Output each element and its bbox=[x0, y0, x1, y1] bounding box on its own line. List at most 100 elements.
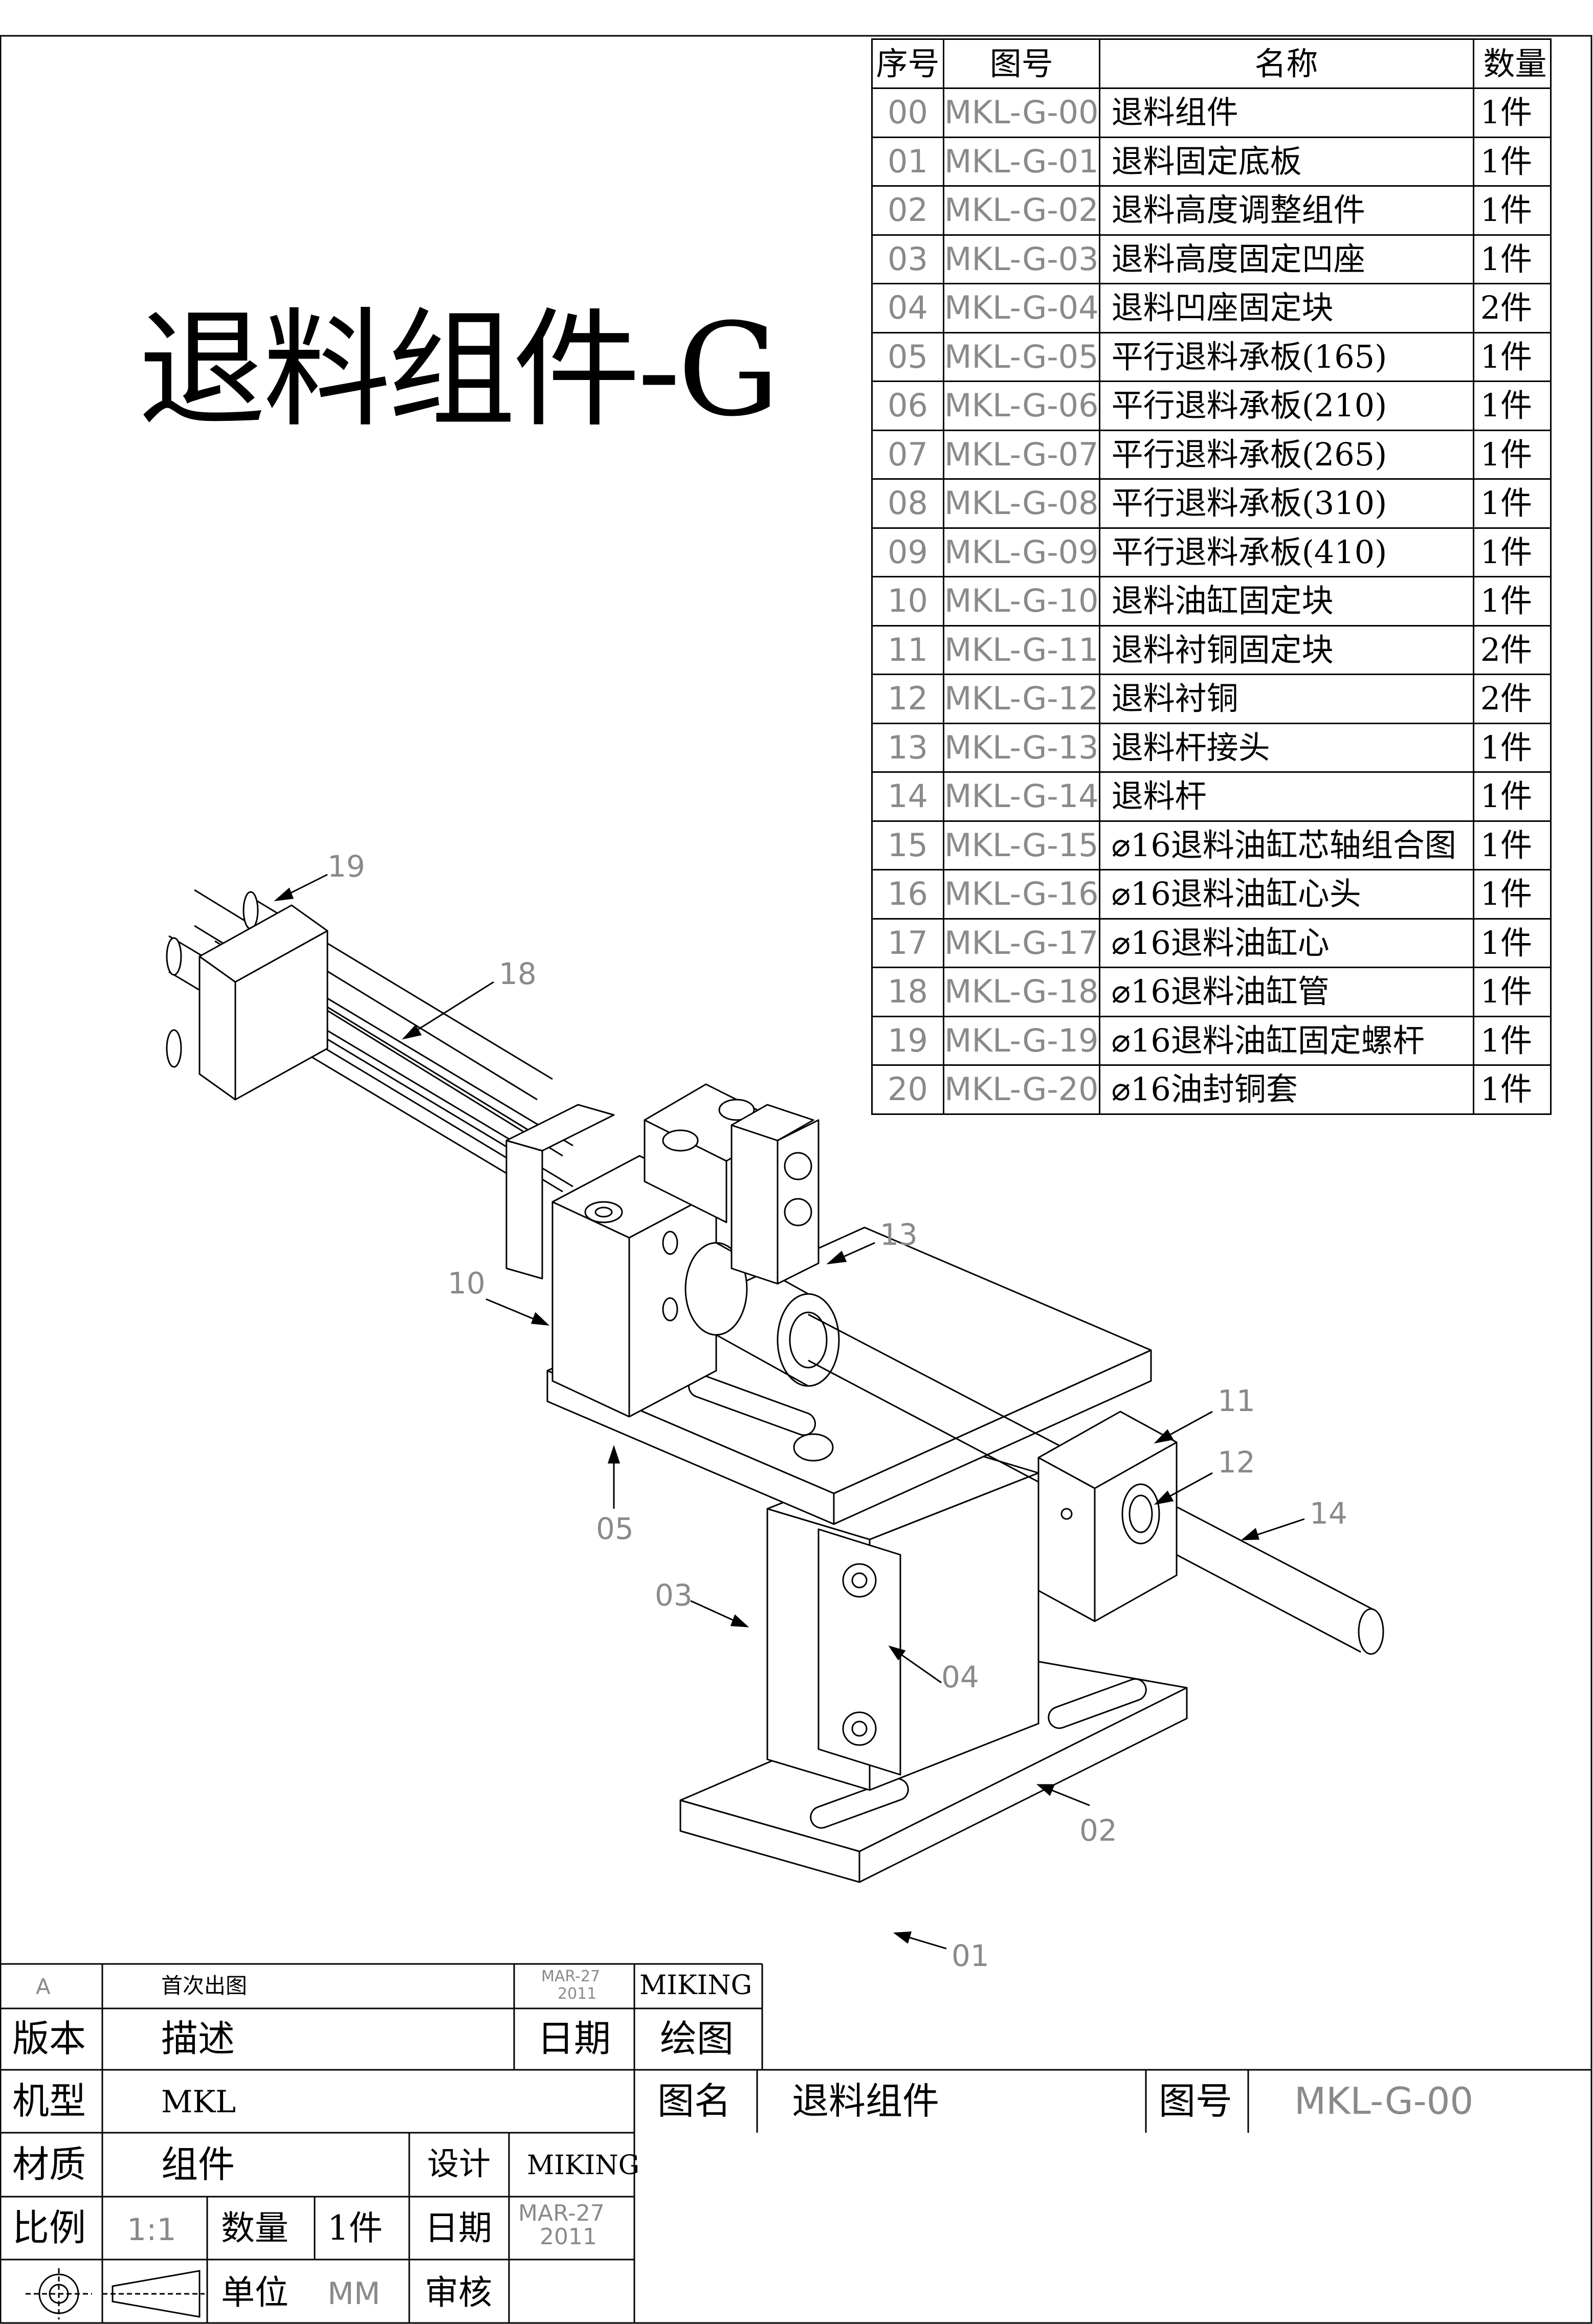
label-version: 版本 bbox=[12, 2017, 86, 2060]
leader-lines bbox=[274, 874, 1305, 1950]
label-material: 材质 bbox=[12, 2143, 86, 2186]
bom-header-row: 序号 图号 名称 数量 bbox=[871, 38, 1552, 89]
bom-item-name: ⌀16退料油缸心 bbox=[1098, 918, 1474, 968]
label-design: 设计 bbox=[427, 2145, 491, 2182]
drawing-title: 退料组件-G bbox=[138, 296, 780, 444]
bom-item-code: MKL-G-13 bbox=[943, 722, 1100, 773]
bom-item-name: 平行退料承板(310) bbox=[1098, 478, 1474, 529]
callout-19: 19 bbox=[327, 849, 365, 884]
bom-item-qty: 1件 bbox=[1472, 771, 1552, 822]
bom-item-no: 16 bbox=[871, 869, 944, 920]
bom-item-qty: 2件 bbox=[1472, 283, 1552, 333]
drawing-name-value: 退料组件 bbox=[792, 2080, 940, 2122]
bom-item-name: 退料高度固定凹座 bbox=[1098, 234, 1474, 284]
callout-11: 11 bbox=[1218, 1383, 1255, 1418]
bom-item-qty: 1件 bbox=[1472, 722, 1552, 773]
callout-18: 18 bbox=[499, 956, 537, 991]
callout-02: 02 bbox=[1079, 1813, 1117, 1848]
bom-item-name: 退料高度调整组件 bbox=[1098, 185, 1474, 236]
bom-item-no: 15 bbox=[871, 820, 944, 870]
bom-item-name: 退料杆 bbox=[1098, 771, 1474, 822]
label-drawing-name: 图名 bbox=[657, 2080, 732, 2122]
bom-item-code: MKL-G-03 bbox=[943, 234, 1100, 284]
bom-item-code: MKL-G-14 bbox=[943, 771, 1100, 822]
bom-item-no: 19 bbox=[871, 1015, 944, 1066]
bom-item-qty: 1件 bbox=[1472, 234, 1552, 284]
bom-item-qty: 1件 bbox=[1472, 967, 1552, 1017]
bom-item-code: MKL-G-05 bbox=[943, 331, 1100, 382]
bom-item-code: MKL-G-02 bbox=[943, 185, 1100, 236]
bom-item-qty: 1件 bbox=[1472, 576, 1552, 627]
callout-03: 03 bbox=[655, 1578, 693, 1613]
callout-05: 05 bbox=[596, 1511, 634, 1546]
bom-item-name: 退料衬铜固定块 bbox=[1098, 624, 1474, 675]
bom-item-no: 04 bbox=[871, 283, 944, 333]
bom-header-code: 图号 bbox=[943, 38, 1100, 89]
bom-item-name: 退料油缸固定块 bbox=[1098, 576, 1474, 627]
label-scale: 比例 bbox=[12, 2206, 86, 2249]
label-drawing-no: 图号 bbox=[1159, 2080, 1233, 2122]
label-date: 日期 bbox=[537, 2017, 611, 2060]
bom-item-code: MKL-G-07 bbox=[943, 429, 1100, 480]
label-date2: 日期 bbox=[425, 2208, 492, 2248]
date-line2: 2011 bbox=[540, 2224, 597, 2250]
bom-item-qty: 1件 bbox=[1472, 820, 1552, 870]
date-line1: MAR-27 bbox=[518, 2200, 605, 2226]
scale-value: 1:1 bbox=[127, 2212, 176, 2248]
bom-item-no: 06 bbox=[871, 381, 944, 431]
bom-item-name: 退料固定底板 bbox=[1098, 136, 1474, 187]
callout-04: 04 bbox=[941, 1660, 979, 1694]
label-drawn: 绘图 bbox=[660, 2017, 734, 2060]
bom-item-qty: 1件 bbox=[1472, 918, 1552, 968]
bom-item-name: 退料组件 bbox=[1098, 87, 1474, 138]
quantity-value: 1件 bbox=[327, 2208, 383, 2248]
bom-item-name: ⌀16油封铜套 bbox=[1098, 1064, 1474, 1115]
bom-item-qty: 1件 bbox=[1472, 1064, 1552, 1115]
revision-drawn-by: MIKING bbox=[639, 1970, 753, 2001]
bom-item-name: 退料杆接头 bbox=[1098, 722, 1474, 773]
bom-item-qty: 1件 bbox=[1472, 381, 1552, 431]
bom-item-no: 08 bbox=[871, 478, 944, 529]
bom-item-qty: 2件 bbox=[1472, 624, 1552, 675]
bom-item-no: 20 bbox=[871, 1064, 944, 1115]
label-unit: 单位 bbox=[221, 2273, 289, 2312]
bom-item-no: 07 bbox=[871, 429, 944, 480]
bom-item-code: MKL-G-16 bbox=[943, 869, 1100, 920]
bom-item-no: 12 bbox=[871, 674, 944, 724]
assembly-isometric bbox=[166, 889, 1384, 1883]
bom-item-no: 00 bbox=[871, 87, 944, 138]
bom-item-code: MKL-G-09 bbox=[943, 527, 1100, 577]
bom-header-no: 序号 bbox=[871, 38, 944, 89]
bom-item-qty: 1件 bbox=[1472, 136, 1552, 187]
bom-item-qty: 1件 bbox=[1472, 331, 1552, 382]
projection-symbol-icon bbox=[26, 2268, 205, 2319]
bom-item-no: 03 bbox=[871, 234, 944, 284]
bom-item-no: 05 bbox=[871, 331, 944, 382]
label-description: 描述 bbox=[161, 2017, 235, 2060]
callout-01: 01 bbox=[952, 1938, 989, 1973]
bom-item-qty: 1件 bbox=[1472, 429, 1552, 480]
label-quantity: 数量 bbox=[221, 2208, 289, 2248]
bom-item-qty: 2件 bbox=[1472, 674, 1552, 724]
bom-item-name: ⌀16退料油缸管 bbox=[1098, 967, 1474, 1017]
bom-item-qty: 1件 bbox=[1472, 869, 1552, 920]
bom-item-name: 退料衬铜 bbox=[1098, 674, 1474, 724]
bom-item-code: MKL-G-18 bbox=[943, 967, 1100, 1017]
bom-item-no: 10 bbox=[871, 576, 944, 627]
